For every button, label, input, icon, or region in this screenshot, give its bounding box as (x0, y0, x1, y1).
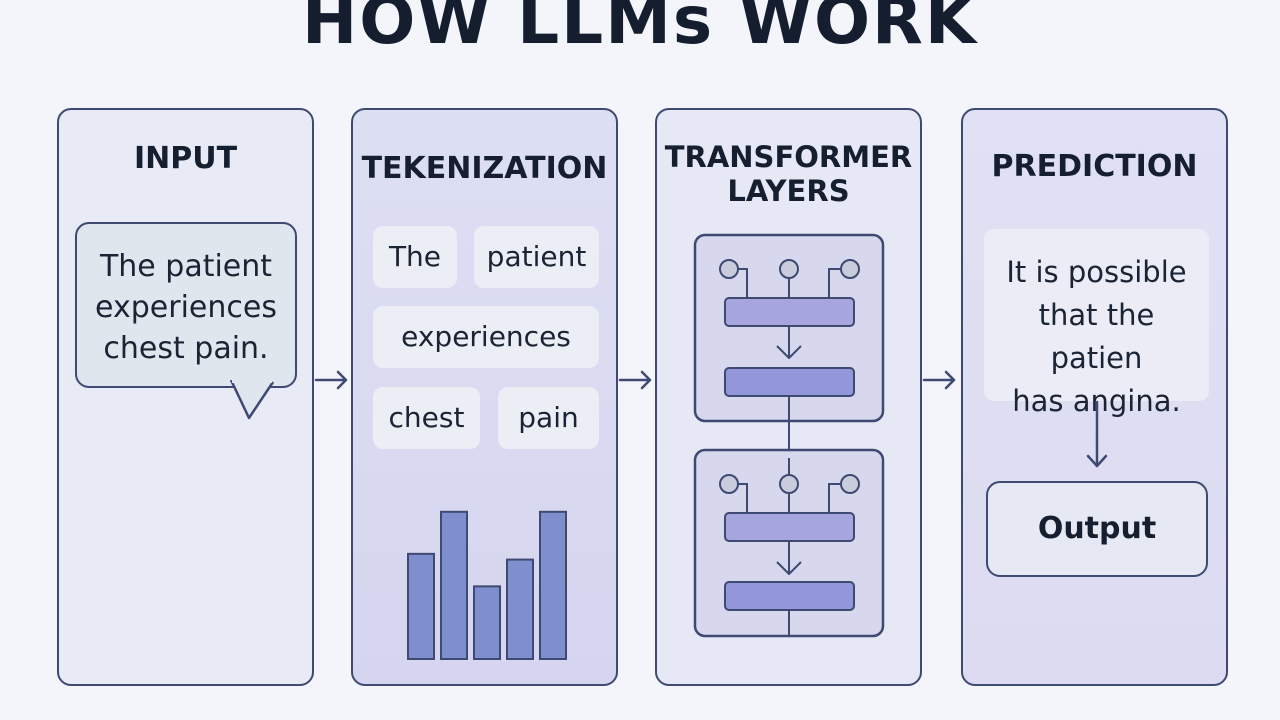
arrow-down-icon (1086, 400, 1108, 468)
token-chip: pain (498, 387, 599, 449)
embedding-bar (407, 552, 435, 660)
transformer-layers-diagram (693, 233, 885, 638)
arrow-right-icon (922, 370, 956, 390)
prediction-panel: PREDICTION It is possible that the patie… (961, 108, 1228, 686)
prediction-text-line: It is possible (1006, 255, 1187, 289)
input-text-line: chest pain. (103, 331, 269, 366)
embedding-bar (440, 510, 468, 660)
page-title: HOW LLMs WORK (301, 0, 979, 59)
token-chip: The (373, 226, 457, 288)
token-chip: patient (474, 226, 599, 288)
token-chip: chest (373, 387, 480, 449)
transformer-title-line: TRANSFORMER (664, 140, 913, 174)
input-speech-bubble: The patient experiences chest pain. (75, 222, 297, 388)
prediction-panel-title: PREDICTION (991, 149, 1198, 184)
arrow-right-icon (618, 370, 652, 390)
prediction-text-line: that the patien (1038, 298, 1155, 375)
transformer-block (693, 233, 885, 423)
input-panel: INPUT The patient experiences chest pain… (57, 108, 314, 686)
transformer-block (693, 448, 885, 638)
transformer-panel: TRANSFORMER LAYERS (655, 108, 922, 686)
transformer-panel-title: TRANSFORMER LAYERS (657, 140, 920, 208)
token-embedding-bars (407, 510, 567, 660)
tokenization-panel: TEKENIZATION The patient experiences che… (351, 108, 618, 686)
embedding-bar (473, 585, 501, 660)
transformer-title-line: LAYERS (727, 174, 850, 208)
output-box: Output (986, 481, 1208, 577)
arrow-right-icon (314, 370, 348, 390)
speech-bubble-tail-icon (229, 380, 275, 420)
input-panel-title: INPUT (133, 141, 238, 176)
embedding-bar (539, 510, 567, 660)
embedding-bar (506, 558, 534, 660)
input-text-line: experiences (95, 290, 277, 325)
tokenization-panel-title: TEKENIZATION (361, 151, 608, 186)
token-chip: experiences (373, 306, 599, 368)
input-text-line: The patient (99, 249, 273, 284)
prediction-text-box: It is possible that the patien has angin… (984, 229, 1209, 418)
